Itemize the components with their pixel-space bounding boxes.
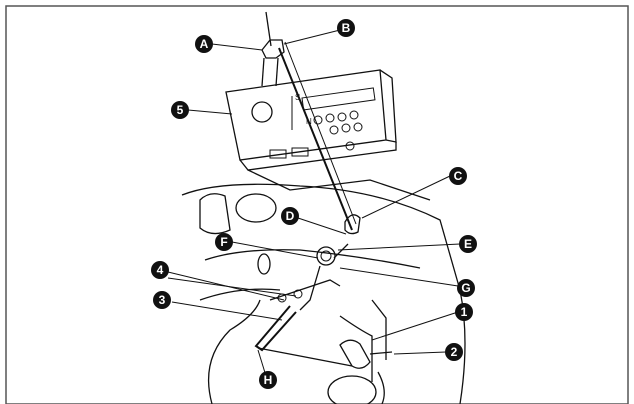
svg-text:F: F: [220, 235, 227, 249]
svg-text:B: B: [342, 21, 351, 35]
svg-text:4: 4: [157, 263, 164, 277]
svg-text:H: H: [264, 373, 273, 387]
panel-mark-s: S: [295, 93, 300, 102]
leader-lines: [167, 29, 461, 377]
svg-text:D: D: [286, 209, 295, 223]
callout-d: D: [281, 207, 299, 225]
svg-text:A: A: [200, 37, 209, 51]
machine-head: [181, 169, 466, 404]
callout-1: 1: [455, 303, 473, 321]
thread-guide-post: [261, 11, 285, 87]
callout-5: 5: [171, 101, 189, 119]
callout-2: 2: [445, 343, 463, 361]
callout-4: 4: [151, 261, 169, 279]
panel-buttons: [313, 110, 363, 135]
callout-c: C: [449, 167, 467, 185]
callout-a: A: [195, 35, 213, 53]
thread-path: [278, 41, 357, 231]
callout-f: F: [215, 233, 233, 251]
callout-b: B: [337, 19, 355, 37]
svg-text:C: C: [454, 169, 463, 183]
callout-h: H: [259, 371, 277, 389]
svg-text:G: G: [461, 281, 470, 295]
callout-e: E: [459, 235, 477, 253]
svg-text:5: 5: [177, 103, 184, 117]
svg-text:E: E: [464, 237, 472, 251]
lower-thread-route: [257, 339, 393, 404]
svg-text:2: 2: [451, 345, 458, 359]
svg-text:1: 1: [461, 305, 468, 319]
callout-3: 3: [153, 291, 171, 309]
svg-text:3: 3: [159, 293, 166, 307]
figure-frame: [5, 5, 629, 404]
callout-g: G: [457, 279, 475, 297]
